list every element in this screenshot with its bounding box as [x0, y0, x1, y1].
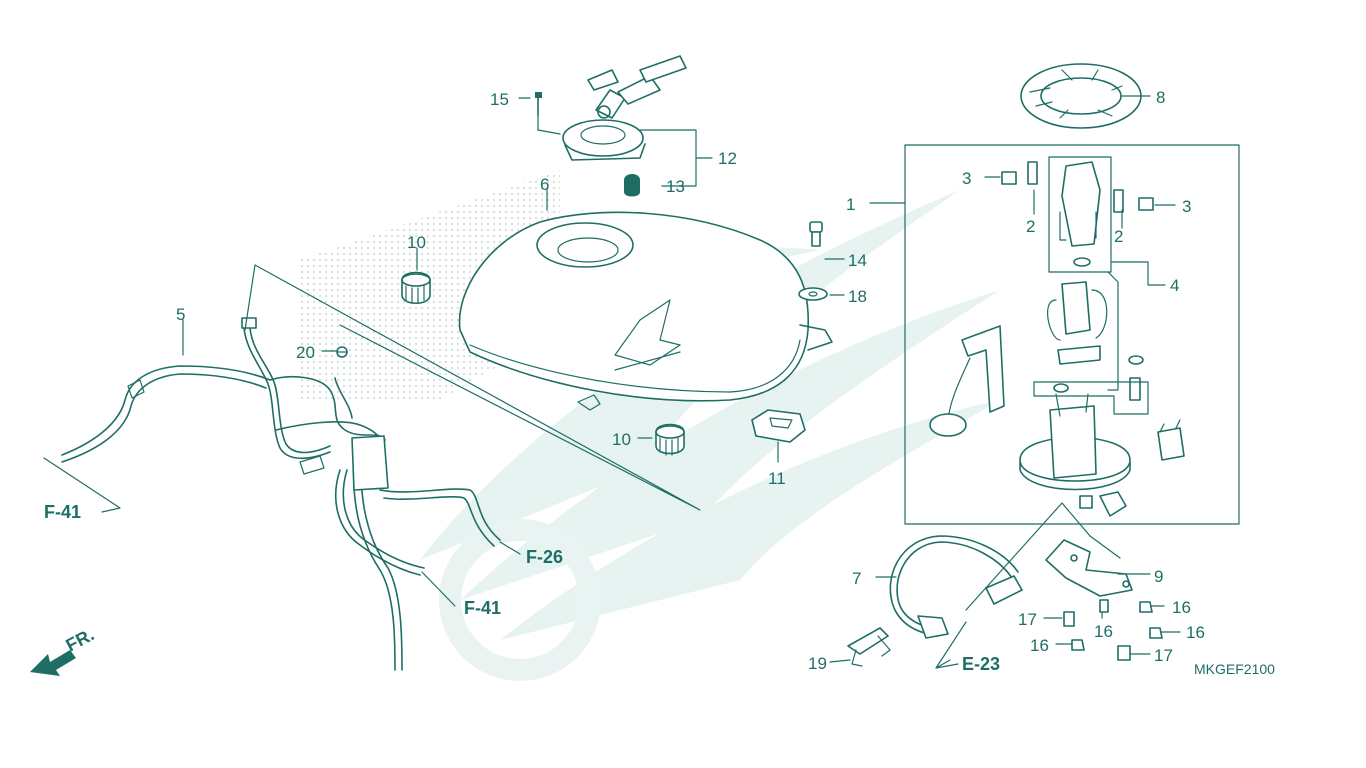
callout-12: 12	[718, 149, 737, 168]
callout-4: 4	[1170, 276, 1179, 295]
front-label: FR.	[62, 624, 97, 655]
fuel-pump-assembly	[929, 156, 1185, 517]
callout-2-left: 2	[1026, 217, 1035, 236]
callout-3-right: 3	[1182, 197, 1191, 216]
callout-17-a: 17	[1018, 610, 1037, 629]
hose-assembly	[61, 317, 501, 671]
part-18-washer	[798, 287, 828, 301]
part-17-nuts	[1063, 611, 1131, 661]
callout-14: 14	[848, 251, 867, 270]
part-16-nuts	[1071, 599, 1163, 651]
part-10-lower	[655, 423, 685, 456]
ref-e23: E-23	[962, 654, 1000, 674]
part-13-grommet	[624, 174, 640, 197]
callout-17-b: 17	[1154, 646, 1173, 665]
callout-9: 9	[1154, 567, 1163, 586]
callout-19: 19	[808, 654, 827, 673]
callout-16-a: 16	[1172, 598, 1191, 617]
left-panel-outline	[244, 264, 701, 511]
ref-f41-left: F-41	[44, 502, 81, 522]
part-10-upper	[401, 271, 431, 305]
fuel-cap-assembly	[562, 55, 687, 161]
callout-1: 1	[846, 195, 855, 214]
part-11-cushion	[751, 409, 806, 443]
callout-10-lower: 10	[612, 430, 631, 449]
right-panel-outline	[904, 144, 1240, 525]
fuel-tank	[458, 211, 833, 411]
callout-2-right: 2	[1114, 227, 1123, 246]
callout-18: 18	[848, 287, 867, 306]
callout-8: 8	[1156, 88, 1165, 107]
callout-16-c: 16	[1186, 623, 1205, 642]
leader-lines	[43, 95, 1181, 669]
callout-16-b: 16	[1094, 622, 1113, 641]
callout-16-d: 16	[1030, 636, 1049, 655]
callout-7: 7	[852, 569, 861, 588]
part-9-bracket	[1045, 539, 1133, 597]
callout-10-upper: 10	[407, 233, 426, 252]
part-20-clip	[336, 346, 348, 358]
ref-f41-bottom: F-41	[464, 598, 501, 618]
diagram-code: MKGEF2100	[1194, 661, 1275, 677]
part-15-screw	[535, 92, 542, 116]
part-14-bolt	[809, 221, 823, 247]
callout-3-left: 3	[962, 169, 971, 188]
callout-5: 5	[176, 305, 185, 324]
ref-f26: F-26	[526, 547, 563, 567]
part-19-clip	[847, 627, 891, 667]
front-direction-arrow: FR.	[30, 624, 97, 676]
part-7-fuel-hose	[889, 535, 1023, 639]
callout-13: 13	[666, 177, 685, 196]
callout-6: 6	[540, 175, 549, 194]
callout-15: 15	[490, 90, 509, 109]
callout-20: 20	[296, 343, 315, 362]
callout-11: 11	[768, 469, 786, 488]
